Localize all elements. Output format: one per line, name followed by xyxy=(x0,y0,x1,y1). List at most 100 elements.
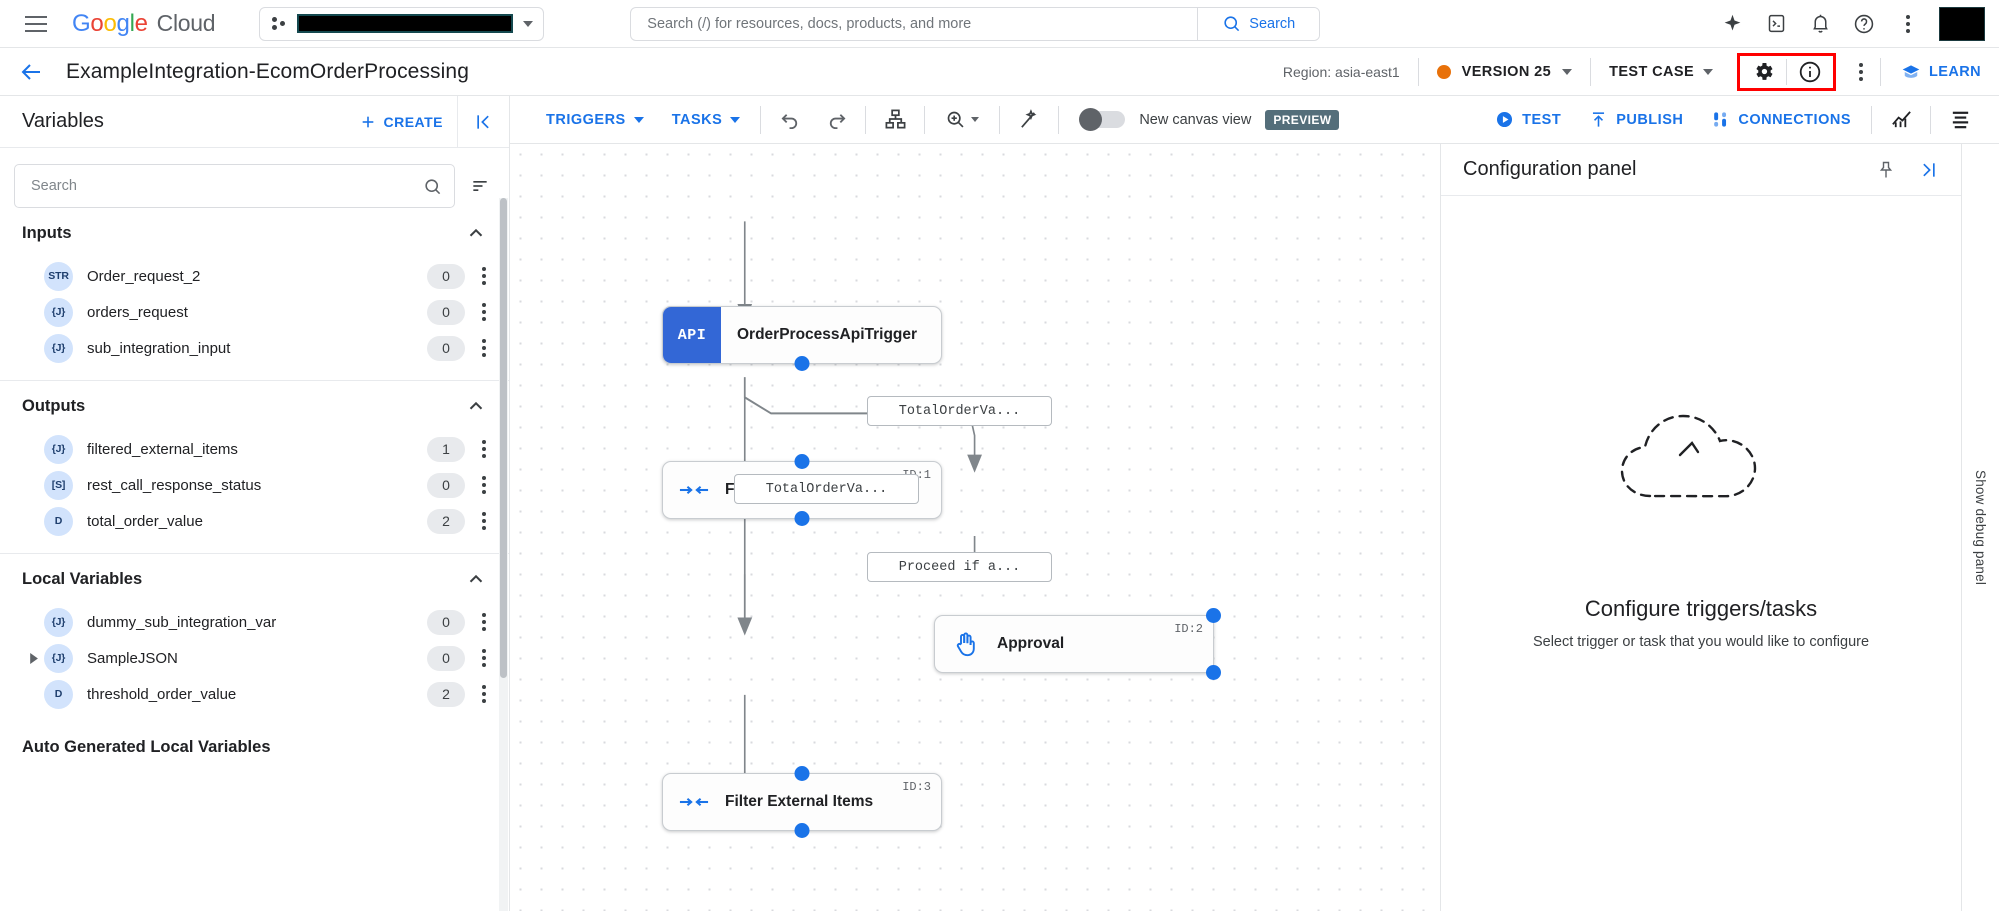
edge-label[interactable]: TotalOrderVa... xyxy=(734,474,919,504)
collapse-right-icon[interactable] xyxy=(1915,157,1941,183)
test-button[interactable]: TEST xyxy=(1481,110,1575,129)
connections-button[interactable]: CONNECTIONS xyxy=(1697,110,1865,129)
search-button[interactable]: Search xyxy=(1197,7,1320,40)
play-circle-icon xyxy=(1497,111,1513,128)
user-avatar[interactable] xyxy=(1939,6,1985,41)
divider xyxy=(0,553,509,554)
edge-label[interactable]: Proceed if a... xyxy=(867,552,1052,582)
cloud-shell-icon[interactable] xyxy=(1757,5,1795,43)
variable-more-icon[interactable] xyxy=(471,440,497,458)
info-circle-icon[interactable] xyxy=(1787,56,1833,88)
variable-row[interactable]: [S] rest_call_response_status 0 xyxy=(0,467,509,503)
gemini-sparkle-icon[interactable] xyxy=(1713,5,1751,43)
node-input-port[interactable] xyxy=(1206,608,1221,623)
version-selector[interactable]: VERSION 25 xyxy=(1419,64,1590,80)
canvas-node-approval[interactable]: Approval ID:2 xyxy=(934,608,1221,680)
canvas-node-filter-external-items[interactable]: Filter External Items ID:3 xyxy=(662,766,942,838)
more-vertical-icon[interactable] xyxy=(1842,53,1880,91)
zoom-icon[interactable] xyxy=(931,100,993,140)
group-header-outputs[interactable]: Outputs xyxy=(0,381,509,431)
configuration-panel-actions xyxy=(1873,157,1941,183)
edge-label[interactable]: TotalOrderVa... xyxy=(867,396,1052,426)
notifications-bell-icon[interactable] xyxy=(1801,5,1839,43)
variable-more-icon[interactable] xyxy=(471,267,497,285)
auto-layout-icon[interactable] xyxy=(872,100,918,140)
variable-count-badge: 1 xyxy=(427,436,465,462)
variable-count-badge: 0 xyxy=(427,299,465,325)
variable-more-icon[interactable] xyxy=(471,339,497,357)
canvas-edges xyxy=(737,221,982,795)
integration-canvas[interactable]: API OrderProcessApiTrigger Find Total O xyxy=(510,144,1441,911)
node-label: Approval xyxy=(997,635,1065,652)
search-input[interactable] xyxy=(631,7,1198,40)
variable-group-inputs: Inputs STR Order_request_2 0 {J} orders_… xyxy=(0,208,509,366)
variable-row[interactable]: D total_order_value 2 xyxy=(0,503,509,539)
magic-wand-icon[interactable] xyxy=(1006,100,1052,140)
new-canvas-view-toggle-group: New canvas view PREVIEW xyxy=(1065,108,1340,131)
variable-row[interactable]: {J} sub_integration_input 0 xyxy=(0,330,509,366)
variable-row[interactable]: {J} SampleJSON 0 xyxy=(0,640,509,676)
new-canvas-view-toggle[interactable] xyxy=(1079,108,1126,131)
variable-more-icon[interactable] xyxy=(471,476,497,494)
expand-triangle-icon[interactable] xyxy=(22,652,44,664)
create-variable-button[interactable]: CREATE xyxy=(360,114,443,130)
variable-row[interactable]: STR Order_request_2 0 xyxy=(0,258,509,294)
sub-header-actions: Region: asia-east1 VERSION 25 TEST CASE xyxy=(1283,52,1981,91)
variable-more-icon[interactable] xyxy=(471,649,497,667)
variables-scrollbar[interactable] xyxy=(499,198,508,911)
variable-more-icon[interactable] xyxy=(471,685,497,703)
variable-row[interactable]: D threshold_order_value 2 xyxy=(0,676,509,712)
canvas-node-trigger[interactable]: API OrderProcessApiTrigger xyxy=(662,306,942,371)
logs-list-icon[interactable] xyxy=(1937,100,1983,140)
show-debug-panel-rail[interactable]: Show debug panel xyxy=(1961,144,1999,911)
version-status-dot xyxy=(1436,64,1451,79)
learn-label: LEARN xyxy=(1929,63,1981,80)
main-body: Variables CREATE xyxy=(0,95,1999,911)
group-header-local-variables[interactable]: Local Variables xyxy=(0,554,509,604)
undo-icon[interactable] xyxy=(767,100,813,140)
variable-type-badge: STR xyxy=(44,261,73,291)
node-output-port[interactable] xyxy=(794,823,810,838)
project-picker[interactable] xyxy=(259,6,545,41)
redo-icon[interactable] xyxy=(813,100,859,140)
node-input-port[interactable] xyxy=(794,766,810,781)
collapse-left-icon[interactable] xyxy=(457,95,509,148)
node-label: OrderProcessApiTrigger xyxy=(737,326,918,343)
variable-more-icon[interactable] xyxy=(471,512,497,530)
variable-row[interactable]: {J} filtered_external_items 1 xyxy=(0,431,509,467)
node-output-port[interactable] xyxy=(794,511,810,526)
triggers-menu[interactable]: TRIGGERS xyxy=(532,112,658,128)
variable-row[interactable]: {J} orders_request 0 xyxy=(0,294,509,330)
hamburger-menu-icon[interactable] xyxy=(14,2,58,46)
variable-more-icon[interactable] xyxy=(471,613,497,631)
tasks-label: TASKS xyxy=(671,111,723,128)
tasks-menu[interactable]: TASKS xyxy=(658,112,755,128)
node-output-port[interactable] xyxy=(1206,665,1221,680)
data-mapping-icon xyxy=(663,480,725,500)
page-title: ExampleIntegration-EcomOrderProcessing xyxy=(66,59,469,83)
variable-count-badge: 0 xyxy=(427,263,465,289)
gear-icon[interactable] xyxy=(1740,56,1786,88)
variable-more-icon[interactable] xyxy=(471,303,497,321)
more-vertical-icon[interactable] xyxy=(1889,5,1927,43)
learn-button[interactable]: LEARN xyxy=(1881,62,1981,82)
variables-search-box[interactable] xyxy=(14,164,455,208)
global-search[interactable]: Search xyxy=(630,6,1321,41)
publish-button[interactable]: PUBLISH xyxy=(1575,110,1697,129)
pin-icon[interactable] xyxy=(1873,157,1899,183)
help-question-icon[interactable] xyxy=(1845,5,1883,43)
connections-label: CONNECTIONS xyxy=(1738,111,1851,128)
back-arrow-icon[interactable] xyxy=(10,51,52,93)
node-output-port[interactable] xyxy=(794,356,810,371)
test-case-selector[interactable]: TEST CASE xyxy=(1591,64,1731,80)
node-input-port[interactable] xyxy=(794,454,810,469)
group-header-inputs[interactable]: Inputs xyxy=(0,208,509,258)
sort-icon[interactable] xyxy=(465,176,495,196)
variable-type-badge: {J} xyxy=(44,333,73,363)
variable-row[interactable]: {J} dummy_sub_integration_var 0 xyxy=(0,604,509,640)
analytics-chart-icon[interactable] xyxy=(1878,100,1924,140)
group-title: Inputs xyxy=(22,223,72,242)
variables-search-input[interactable] xyxy=(31,178,423,194)
